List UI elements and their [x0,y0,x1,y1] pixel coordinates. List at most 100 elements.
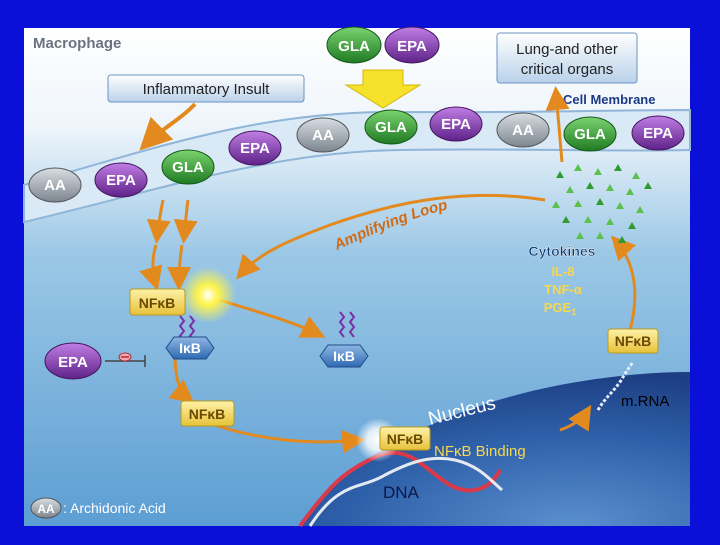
epa-inhibitor [44,342,102,380]
cytokine-particle [628,222,636,229]
cytokine-cluster [552,164,652,243]
cytokine-particle [574,200,582,207]
nfkb-free-box [180,400,235,427]
cytokine-particle [594,168,602,175]
gla-lipid [161,149,215,185]
cytokine-particle [556,171,564,178]
cytokine-particle [596,232,604,239]
nfkb-output-label: NFκB [615,333,652,349]
insult-label: Inflammatory Insult [143,81,271,98]
legend-symbol: AA [37,502,55,516]
membrane-lipid-label: EPA [240,140,270,157]
organs-label-line2: critical organs [521,61,614,78]
phosphate-icon [348,311,356,338]
ikb-free-hex [319,344,369,368]
cytokine-particle [626,188,634,195]
organs-label-line1: Lung-and other [516,41,618,58]
membrane-lipid-label: GLA [375,119,407,136]
cytokine-il8: IL-8 [551,264,574,279]
nucleus [300,372,690,526]
cytokine-tnf: TNF-α [544,282,582,297]
ikb-complex-hex [165,336,215,360]
cytokine-particle [586,182,594,189]
epa-lipid [94,162,148,198]
nfkb-free-label: NFκB [189,406,226,422]
nfkb-bound-box [379,426,431,451]
activation-burst [180,267,236,323]
ikb-free-label: IκB [333,348,355,364]
membrane-lipid-label: EPA [643,125,673,142]
cytokine-particle [584,216,592,223]
membrane-lipid-label: AA [44,177,66,194]
membrane-lipid-label: EPA [106,172,136,189]
cytokine-particle [576,232,584,239]
nfkb-to-cytokines-arrow [610,235,637,331]
cytokine-particle [566,186,574,193]
gla-lipid [326,26,382,64]
mrna-strand [596,361,635,411]
cytokine-particle [574,164,582,171]
membrane-lipid-label: EPA [441,116,471,133]
insult-arrow [139,102,197,151]
binding-label: NFκB Binding [434,443,526,460]
cytokine-particle [636,206,644,213]
ikb-label: IκB [179,340,201,356]
membrane-lipids: EPA GLA EPA AA GLA EPA AA GLA EPA AA [28,106,685,203]
phosphate-icon [338,311,346,338]
membrane-lipid-label: GLA [574,126,606,143]
epa-lipid [384,26,440,64]
cytokine-particle [562,216,570,223]
cytokines-label: Cytokines [529,243,596,259]
amplifying-loop-arrow [236,193,546,280]
down-arrow-icon [344,69,422,109]
mrna-label: m.RNA [621,393,669,410]
cytokine-particle [596,198,604,205]
gla-label: GLA [338,38,370,55]
nfkb-bound-label: NFκB [387,431,424,447]
membrane-lipid-label: GLA [172,159,204,176]
nfkb-label: NFκB [139,295,176,311]
epa-inhibitor-label: EPA [58,354,88,371]
cytokine-particle [552,201,560,208]
dna-strand-b [308,456,503,527]
dna-strand-a [298,450,502,528]
nfkb-complex-box [129,288,186,316]
membrane-label: Cell Membrane [563,92,655,107]
epa-lipid [631,115,685,151]
release-arrow-2 [173,199,198,244]
cytokine-particle [632,172,640,179]
nfkb-translocate-arrow [168,354,195,404]
page-title: Macrophage [33,35,121,52]
membrane-lipid-label: AA [512,122,534,139]
cytokine-particle [644,182,652,189]
epa-label: EPA [397,38,427,55]
epa-lipid [228,130,282,166]
organs-arrow [545,86,570,163]
cytokine-particle [618,236,626,243]
membrane-lipid-label: AA [312,127,334,144]
aa-lipid [28,167,82,203]
release-arrow-4 [167,244,192,291]
cytokine-particle [606,218,614,225]
nfkb-nucleus-arrow [214,423,366,454]
release-arrow-3 [139,244,163,291]
top-lipids: GLA EPA [326,26,440,64]
organs-box [496,32,638,84]
gla-lipid [563,116,617,152]
insult-box [107,74,305,103]
cytokine-particle [606,184,614,191]
gla-lipid [364,109,418,145]
cytokine-pge: PGE1 [544,300,576,317]
legend-aa-icon [30,497,62,519]
legend-text: : Archidonic Acid [63,500,166,516]
aa-lipid [496,112,550,148]
cytokine-particle [614,164,622,171]
epa-lipid [429,106,483,142]
transcription-arrow [559,404,592,432]
release-arrow-1 [146,199,171,244]
aa-lipid [296,117,350,153]
dna-label: DNA [383,483,420,502]
cytokine-particle [616,202,624,209]
